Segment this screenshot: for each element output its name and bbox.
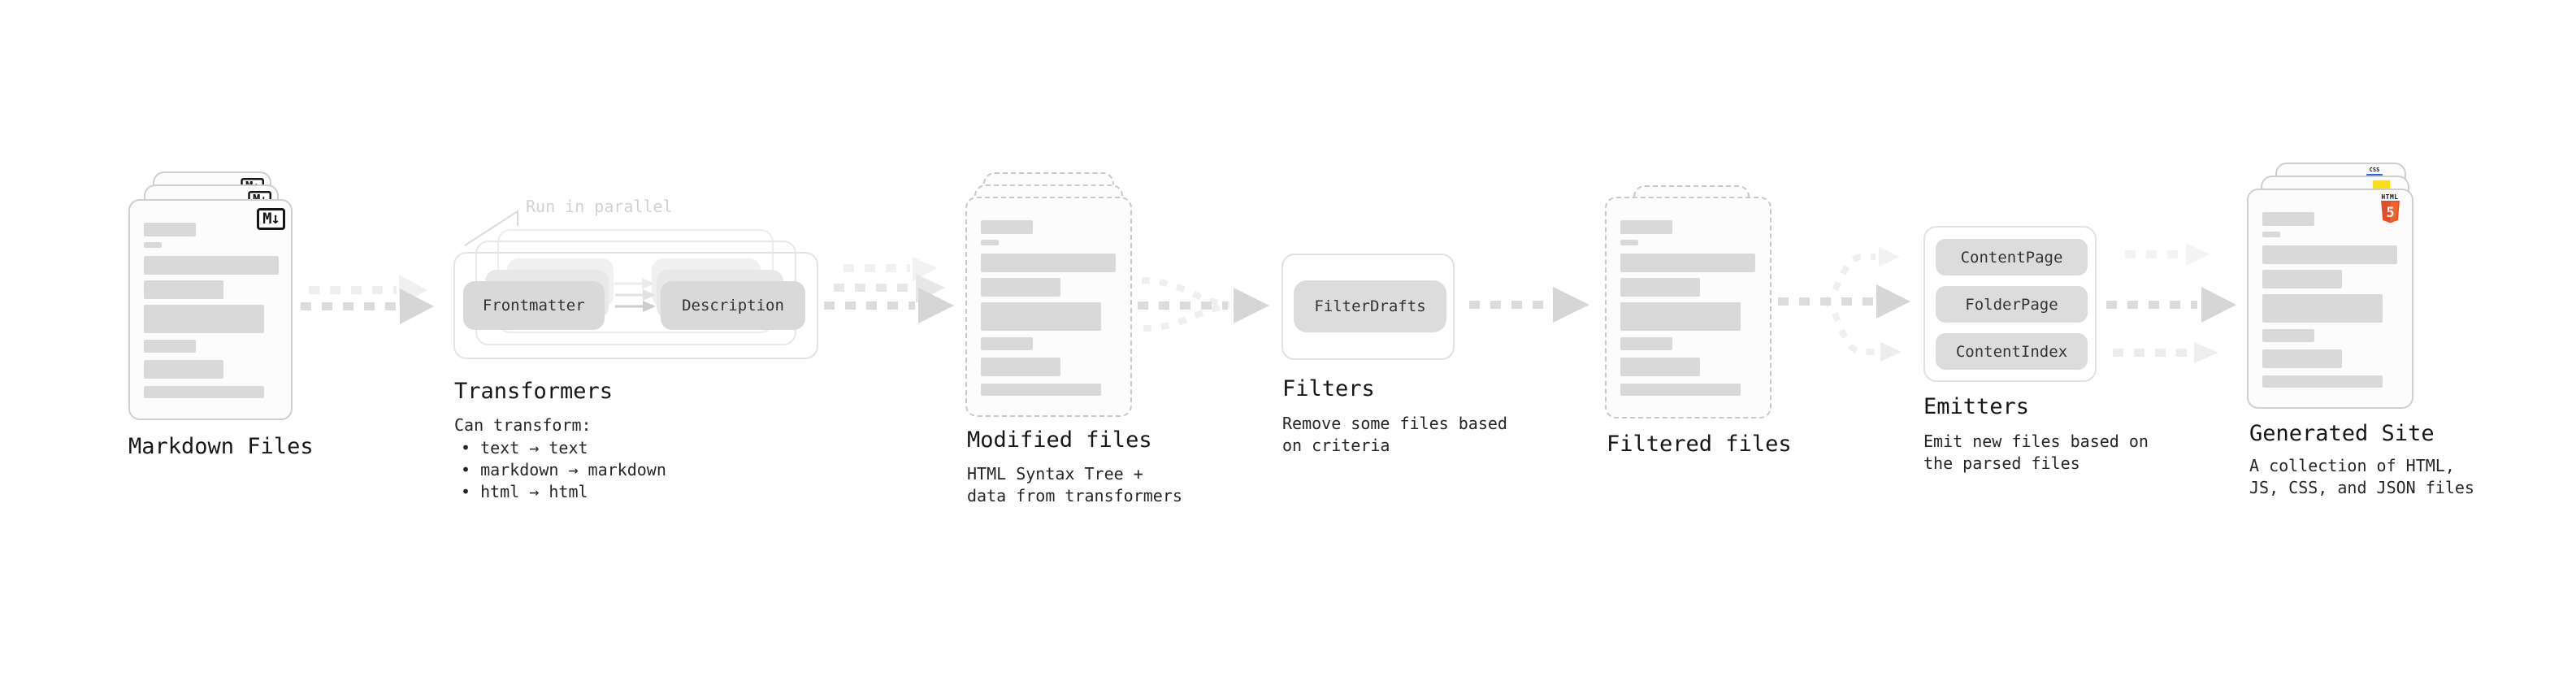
filters-subtitle: Remove some files based — [1282, 414, 1507, 433]
transformer-panel-front: Frontmatter Description — [453, 252, 818, 359]
svg-text:5: 5 — [2386, 205, 2394, 220]
transformers-bullet: • text → text — [461, 438, 588, 458]
stage-markdown-files: M↓ M↓ M↓ — [128, 171, 299, 423]
transformers-bullet: • html → html — [461, 482, 588, 501]
filterdrafts-chip: FilterDrafts — [1294, 280, 1446, 332]
emitters-panel: ContentPage FolderPage ContentIndex — [1923, 226, 2097, 382]
arrow-emitters-to-generated — [2106, 243, 2236, 363]
transformers-panel-stack: Frontmatter Description — [453, 229, 827, 363]
frontmatter-chip: Frontmatter — [463, 281, 605, 330]
doc-skeleton-lines — [981, 220, 1116, 396]
modified-files-subtitle: data from transformers — [967, 486, 1182, 505]
emitters-title: Emitters — [1923, 394, 2030, 419]
transform-arrow-icon — [614, 289, 656, 301]
transformers-bullet: • markdown → markdown — [461, 460, 666, 479]
contentindex-chip: ContentIndex — [1936, 333, 2088, 370]
filtered-file-card-front — [1605, 197, 1772, 419]
html5-icon: HTML 5 — [2379, 193, 2400, 227]
transform-arrow-icon — [614, 301, 656, 312]
generated-file-card-html: HTML 5 — [2247, 189, 2413, 409]
modified-files-title: Modified files — [967, 427, 1152, 453]
modified-file-card-front — [965, 197, 1132, 417]
filtered-files-title: Filtered files — [1607, 432, 1792, 457]
markdown-icon: M↓ — [257, 208, 285, 230]
markdown-file-card-front: M↓ — [128, 199, 293, 420]
emitters-subtitle: Emit new files based on — [1923, 432, 2149, 451]
transformers-title: Transformers — [454, 379, 614, 404]
modified-files-subtitle: HTML Syntax Tree + — [967, 464, 1143, 484]
arrow-markdown-to-transformers — [301, 275, 434, 324]
arrow-filters-to-filtered — [1469, 287, 1589, 323]
description-chip: Description — [661, 281, 805, 330]
stage-filtered-files — [1605, 185, 1777, 421]
arrow-transformers-to-modified — [824, 257, 954, 323]
arrow-filtered-to-emitters — [1778, 247, 1910, 362]
folderpage-chip: FolderPage — [1936, 286, 2088, 323]
filters-subtitle: on criteria — [1282, 436, 1390, 455]
doc-skeleton-lines — [144, 223, 279, 398]
generated-site-subtitle: JS, CSS, and JSON files — [2249, 478, 2474, 497]
transform-arrow-icon — [614, 278, 655, 289]
generated-site-title: Generated Site — [2249, 421, 2435, 446]
stage-generated-site: CSS HTML 5 — [2247, 163, 2419, 414]
run-in-parallel-label: Run in parallel — [526, 197, 673, 216]
doc-skeleton-lines — [2262, 212, 2397, 388]
filters-title: Filters — [1282, 376, 1375, 401]
generated-site-subtitle: A collection of HTML, — [2249, 456, 2455, 475]
doc-skeleton-lines — [1620, 220, 1755, 396]
markdown-files-title: Markdown Files — [128, 434, 314, 459]
stage-modified-files — [965, 172, 1138, 420]
filters-panel: FilterDrafts — [1281, 254, 1455, 360]
emitters-subtitle: the parsed files — [1923, 453, 2080, 473]
arrow-modified-to-filters — [1138, 277, 1269, 332]
transformers-subtitle: Can transform: — [454, 415, 592, 435]
javascript-icon — [2373, 180, 2390, 189]
run-in-parallel-leader-line — [464, 210, 518, 246]
contentpage-chip: ContentPage — [1936, 239, 2088, 275]
